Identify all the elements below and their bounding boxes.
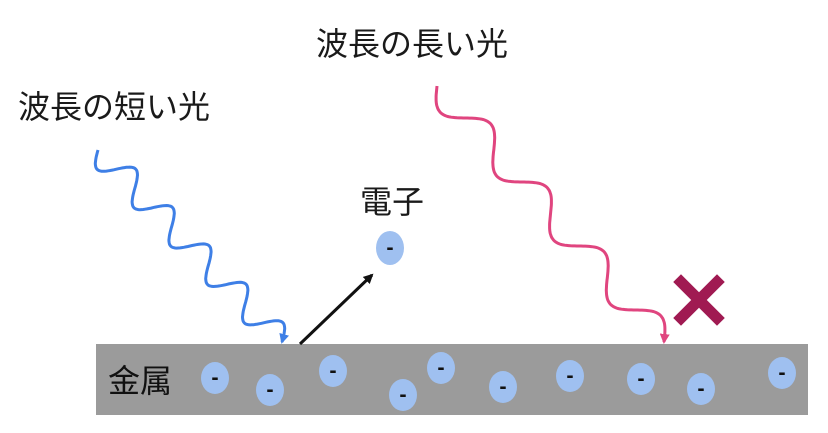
metal-label: 金属 bbox=[108, 362, 172, 400]
electron-charge: - bbox=[499, 377, 506, 398]
electron-charge: - bbox=[697, 379, 704, 400]
metal-electron: - bbox=[319, 355, 347, 387]
metal-electron: - bbox=[556, 360, 584, 392]
electron-charge: - bbox=[266, 380, 273, 401]
electron-charge: - bbox=[778, 363, 785, 384]
electron-charge: - bbox=[566, 366, 573, 387]
metal-electron: - bbox=[201, 362, 229, 394]
emitted-electron: - bbox=[376, 231, 404, 265]
metal-electron: - bbox=[256, 374, 284, 406]
metal-electron: - bbox=[768, 357, 796, 389]
short-wavelength-wave bbox=[93, 149, 290, 344]
metal-electron: - bbox=[389, 379, 417, 411]
electron-charge: - bbox=[399, 385, 406, 406]
long-wavelength-wave bbox=[434, 85, 670, 344]
metal-electron: - bbox=[687, 373, 715, 405]
electron-charge: - bbox=[211, 368, 218, 389]
metal-electrons: - - - - - - - - - - bbox=[201, 352, 796, 411]
electron-charge: - bbox=[386, 238, 393, 259]
emission-arrow bbox=[298, 273, 374, 346]
electron-charge: - bbox=[637, 369, 644, 390]
electron-label: 電子 bbox=[360, 183, 424, 221]
short-wavelength-label: 波長の短い光 bbox=[18, 88, 210, 126]
cross-icon bbox=[673, 274, 725, 326]
metal-electron: - bbox=[427, 352, 455, 384]
metal-electron: - bbox=[489, 371, 517, 403]
metal-electron: - bbox=[627, 363, 655, 395]
electron-charge: - bbox=[329, 361, 336, 382]
electron-charge: - bbox=[437, 358, 444, 379]
long-wavelength-label: 波長の長い光 bbox=[316, 25, 508, 63]
